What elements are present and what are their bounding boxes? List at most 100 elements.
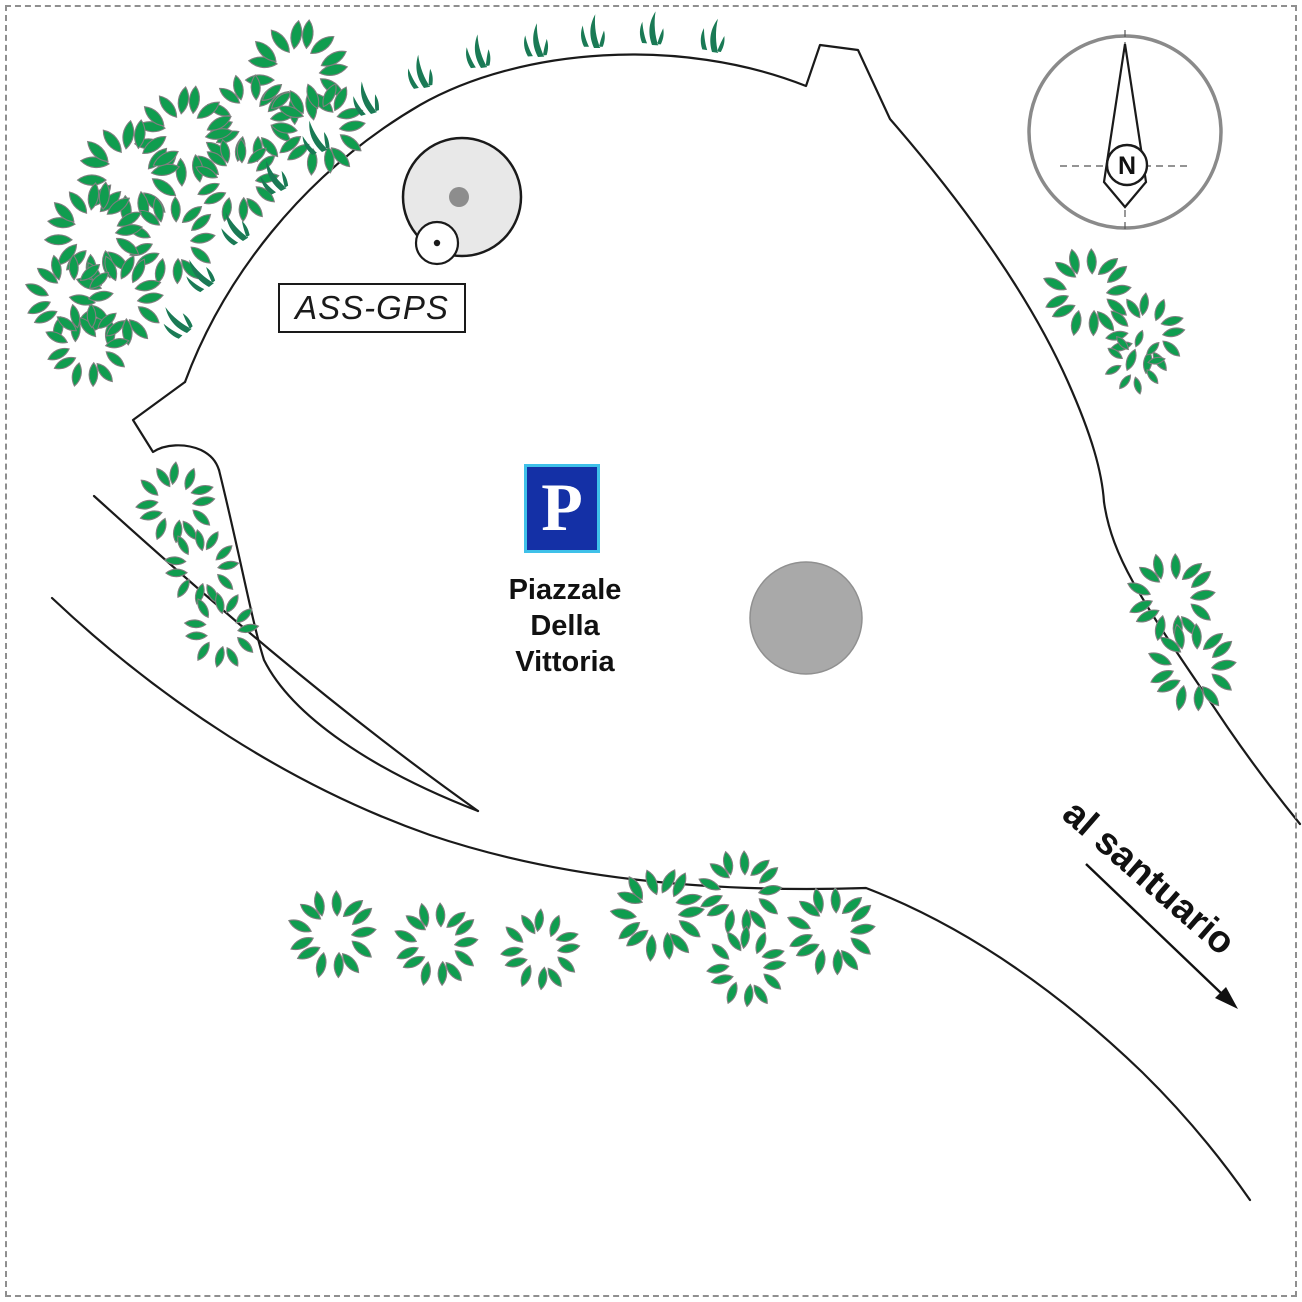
tree-icon — [1127, 553, 1216, 642]
leaf-icon — [237, 623, 260, 634]
leaf-icon — [122, 119, 135, 150]
leaf-icon — [87, 140, 109, 163]
leaf-icon — [206, 151, 228, 167]
leaf-icon — [181, 205, 203, 224]
grass-tuft-icon — [221, 212, 250, 246]
leaf-icon — [296, 946, 321, 960]
leaf-icon — [338, 120, 366, 132]
leaf-icon — [217, 560, 240, 571]
leaf-icon — [1105, 330, 1129, 341]
grass-tuft-icon — [163, 307, 193, 339]
leaf-icon — [53, 356, 77, 370]
leaf-icon — [238, 196, 249, 223]
leaf-icon — [1162, 340, 1181, 357]
leaf-icon — [197, 182, 220, 196]
leaf-icon — [1181, 562, 1203, 581]
leaf-icon — [521, 914, 536, 935]
leaf-icon — [143, 106, 165, 127]
leaf-icon — [153, 196, 164, 223]
leaf-icon — [706, 963, 730, 974]
leaf-icon — [709, 863, 731, 879]
leaf-icon — [1154, 615, 1166, 641]
leaf-icon — [813, 887, 824, 914]
leaf-icon — [1170, 553, 1181, 580]
leaf-icon — [547, 967, 562, 988]
leaf-icon — [698, 878, 722, 891]
compass-north-circle — [1105, 143, 1149, 187]
grass-tuft-icon — [302, 120, 330, 155]
leaf-icon — [45, 331, 69, 344]
leaf-icon — [537, 966, 548, 991]
leaf-icon — [25, 283, 49, 297]
leaf-icon — [557, 956, 576, 973]
leaf-icon — [1138, 566, 1161, 583]
leaf-icon — [437, 960, 448, 987]
grass-tuft-icon — [260, 160, 289, 195]
leaf-icon — [188, 85, 200, 115]
leaf-icon — [1043, 277, 1067, 291]
leaf-icon — [190, 485, 214, 495]
leaf-icon — [306, 148, 318, 176]
tree-icon — [127, 196, 216, 285]
leaf-icon — [351, 940, 372, 958]
leaf-icon — [678, 920, 701, 938]
tree-icon — [1104, 329, 1166, 395]
leaf-icon — [1150, 670, 1175, 684]
leaf-icon — [138, 209, 161, 226]
leaf-icon — [203, 191, 227, 205]
leaf-icon — [170, 196, 181, 223]
leaf-icon — [79, 316, 97, 338]
survey-marker-dot — [433, 239, 441, 247]
leaf-icon — [1190, 603, 1211, 621]
compass-north-label: N — [1118, 152, 1136, 180]
leaf-icon — [1069, 248, 1080, 275]
leaf-icon — [618, 921, 641, 940]
leaf-icon — [787, 916, 811, 930]
leaf-icon — [218, 87, 241, 104]
leaf-icon — [306, 83, 320, 110]
leaf-icon — [169, 461, 179, 486]
leaf-icon — [727, 931, 742, 952]
leaf-icon — [402, 955, 426, 969]
leaf-icon — [115, 237, 140, 256]
leaf-icon — [1139, 292, 1149, 317]
leaf-icon — [675, 893, 703, 906]
leaf-icon — [453, 937, 479, 948]
leaf-icon — [331, 890, 342, 917]
leaf-icon — [261, 83, 283, 102]
leaf-icon — [749, 909, 766, 930]
leaf-icon — [1127, 582, 1151, 596]
leaf-icon — [454, 950, 475, 967]
leaf-icon — [106, 197, 131, 215]
leaf-icon — [102, 129, 122, 154]
leaf-icon — [420, 961, 431, 986]
leaf-icon — [235, 608, 253, 624]
leaf-icon — [322, 83, 337, 108]
leaf-icon — [672, 872, 687, 898]
leaf-icon — [88, 361, 99, 388]
leaf-icon — [184, 467, 196, 491]
leaf-icon — [1153, 553, 1164, 580]
leaf-icon — [740, 925, 750, 950]
leaf-icon — [1106, 265, 1128, 283]
leaf-icon — [181, 258, 199, 280]
leaf-icon — [163, 556, 187, 566]
leaf-icon — [135, 499, 159, 510]
direction-arrow — [1085, 863, 1238, 1009]
leaf-icon — [204, 128, 234, 140]
leaf-icon — [68, 191, 88, 214]
leaf-icon — [706, 903, 730, 917]
leaf-icon — [761, 949, 785, 959]
leaf-icon — [87, 290, 114, 302]
leaf-icon — [454, 919, 475, 936]
leaf-icon — [134, 119, 146, 150]
leaf-icon — [314, 890, 325, 917]
leaf-icon — [1088, 309, 1099, 337]
leaf-icon — [849, 923, 876, 935]
road-boundary-left-inner — [217, 468, 480, 813]
leaf-icon — [195, 529, 205, 552]
leaf-icon — [798, 900, 821, 917]
tree-icon — [288, 890, 377, 979]
leaf-icon — [27, 301, 52, 315]
